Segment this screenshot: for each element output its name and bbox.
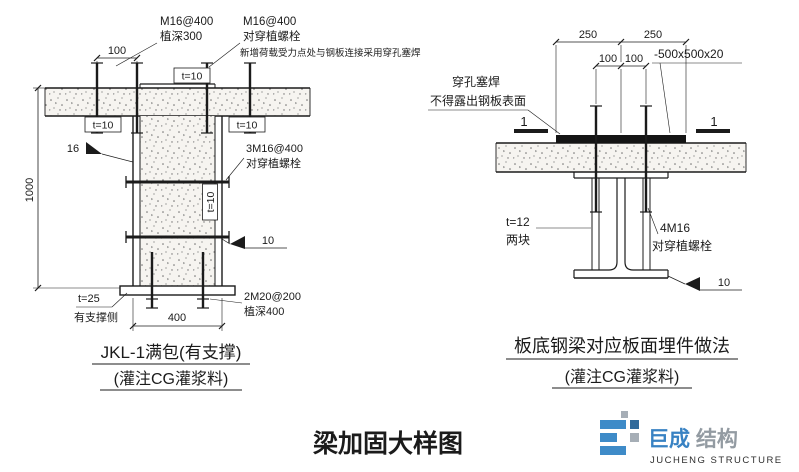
bottom-anchor-callout: 2M20@200 植深400 xyxy=(209,291,301,318)
left-dim-400: 400 xyxy=(129,298,226,331)
right-caption: 板底钢梁对应板面埋件做法 (灌注CG灌浆料) xyxy=(506,336,738,389)
weld-16-label: 16 xyxy=(67,143,79,155)
dim-label-400: 400 xyxy=(168,312,186,324)
left-caption-line2: (灌注CG灌浆料) xyxy=(114,370,229,388)
weld-10-label: 10 xyxy=(262,235,274,247)
logo: 巨成 结构 JUCHENG STRUCTURE xyxy=(600,411,783,466)
right-diagram: 250 250 100 100 穿孔塞焊 不得露出钢板表面 -500x500x2… xyxy=(428,29,747,389)
left-dim-100: 100 xyxy=(93,45,141,86)
left-slab xyxy=(44,83,311,117)
right-bolts xyxy=(590,105,652,213)
plate-t10-label: t=10 xyxy=(205,191,217,212)
logo-cn-text: 巨成 结构 xyxy=(648,427,738,451)
dim-label-100: 100 xyxy=(108,45,126,57)
plug-weld-line2: 不得露出钢板表面 xyxy=(430,93,526,108)
dim-label-250a: 250 xyxy=(579,29,597,41)
drawing-title: 梁加固大样图 xyxy=(312,429,463,458)
bottom-anchor-line1: 2M20@200 xyxy=(244,291,301,303)
left-midbolt-callout: 3M16@400 对穿植螺栓 xyxy=(225,143,303,181)
plate-t10-label: t=10 xyxy=(237,120,258,132)
left-through-bolts xyxy=(125,176,230,243)
dim-label-250b: 250 xyxy=(644,29,662,41)
base-side-label: 有支撑侧 xyxy=(74,310,118,324)
bolt-label-line2: 对穿植螺栓 xyxy=(243,29,301,43)
plate-t10-box-top: t=10 xyxy=(173,67,211,84)
embed-plate xyxy=(556,135,686,143)
base-plate xyxy=(119,285,236,296)
weld-10-label: 10 xyxy=(718,277,730,289)
plate-t10-label: t=10 xyxy=(93,120,114,132)
steel-beam-section xyxy=(573,172,669,279)
left-throughbolt-callout: M16@400 对穿植螺栓 新增荷载受力点处与钢板连接采用穿孔塞焊 xyxy=(208,16,421,68)
weld-flag-icon xyxy=(685,277,700,291)
plate-t10-box-right: t=10 xyxy=(228,116,266,133)
right-caption-line2: (灌注CG灌浆料) xyxy=(565,368,680,386)
t12-qty-label: 两块 xyxy=(506,233,530,247)
bottom-anchor-line2: 植深400 xyxy=(244,304,284,318)
weld-flag-16: 16 xyxy=(67,142,134,163)
logo-cn-secondary: 结构 xyxy=(696,427,738,451)
logo-en-text: JUCHENG STRUCTURE xyxy=(650,455,783,466)
bolt-label-line1: M16@400 xyxy=(243,16,296,28)
left-caption-line1: JKL-1满包(有支撑) xyxy=(101,343,242,362)
logo-cn-primary: 巨成 xyxy=(648,427,690,451)
weld-flag-10-left: 10 xyxy=(221,235,287,249)
section-number: 1 xyxy=(520,114,527,129)
t12-callout: t=12 两块 xyxy=(506,215,591,247)
midbolt-line1: 3M16@400 xyxy=(246,143,303,155)
right-caption-line1: 板底钢梁对应板面埋件做法 xyxy=(514,336,730,356)
weld-flag-icon xyxy=(230,236,245,249)
plug-weld-callout: 穿孔塞焊 不得露出钢板表面 xyxy=(428,74,561,135)
plate-t10-box-vertical: t=10 xyxy=(202,183,218,221)
dim-label-1000: 1000 xyxy=(24,178,36,202)
weld-flag-icon xyxy=(86,142,102,154)
left-anchor-callout: M16@400 植深300 xyxy=(115,16,213,67)
weld-note: 新增荷载受力点处与钢板连接采用穿孔塞焊 xyxy=(240,47,421,59)
m16-callout: 4M16 对穿植螺栓 xyxy=(647,207,712,253)
anchor-label-line1: M16@400 xyxy=(160,16,213,28)
t12-label: t=12 xyxy=(506,215,530,229)
anchor-label-line2: 植深300 xyxy=(160,29,202,43)
dim-label-100a: 100 xyxy=(599,53,617,65)
section-mark-right: 1 xyxy=(696,114,730,133)
plate-t10-box-left: t=10 xyxy=(84,116,122,133)
base-plate-callout: t=25 有支撑侧 xyxy=(74,292,128,324)
plug-weld-line1: 穿孔塞焊 xyxy=(452,74,500,89)
embed-plate-callout: -500x500x20 xyxy=(652,47,742,134)
right-dim-100: 100 100 xyxy=(592,53,650,133)
dim-label-100b: 100 xyxy=(625,53,643,65)
section-number: 1 xyxy=(710,114,717,129)
right-slab xyxy=(495,135,747,173)
m16-label: 4M16 xyxy=(660,221,690,235)
left-dim-1000: 1000 xyxy=(24,84,120,292)
left-caption: JKL-1满包(有支撑) (灌注CG灌浆料) xyxy=(92,343,250,391)
m16-sub-label: 对穿植螺栓 xyxy=(652,238,712,253)
embed-plate-label: -500x500x20 xyxy=(654,47,724,61)
base-t25-label: t=25 xyxy=(78,293,100,305)
logo-icon xyxy=(600,411,639,455)
right-dim-250: 250 250 xyxy=(552,29,690,133)
weld-flag-10-right: 10 xyxy=(667,275,742,291)
section-mark-left: 1 xyxy=(514,114,548,133)
plate-t10-label: t=10 xyxy=(182,71,203,83)
left-diagram: 100 1000 400 M16@400 植深300 M1 xyxy=(24,16,421,391)
left-anchor-bolts xyxy=(146,252,209,309)
midbolt-line2: 对穿植螺栓 xyxy=(246,156,301,170)
